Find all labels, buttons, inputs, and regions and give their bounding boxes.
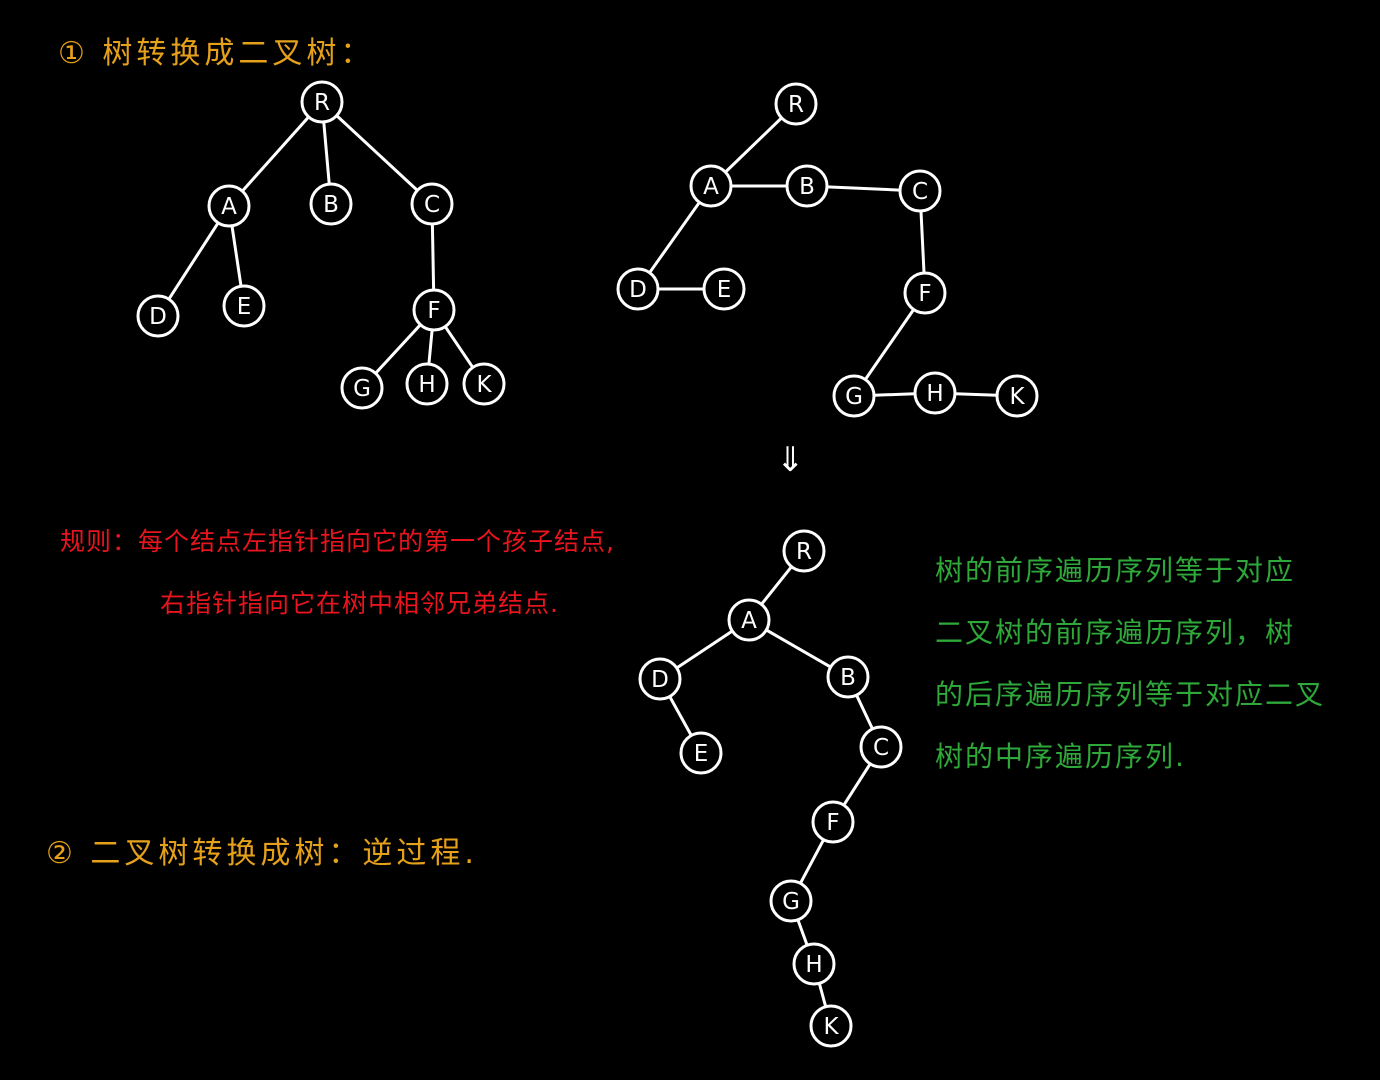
edge-linked-R-A <box>723 116 784 174</box>
tree-linked: R A B C D E F G H K <box>616 82 1039 418</box>
edge-binary-F-G <box>798 838 826 885</box>
node-label-linked-A: A <box>703 174 719 200</box>
node-original-E <box>222 284 266 328</box>
edge-linked-B-C <box>825 185 902 192</box>
tree-original: R A B C D E F G H K <box>136 80 506 410</box>
node-label-linked-K: K <box>1009 384 1025 410</box>
edge-original-R-A <box>240 115 311 193</box>
node-original-C <box>410 182 454 226</box>
edge-original-F-K <box>443 325 475 369</box>
note-line1: 树的前序遍历序列等于对应 <box>935 554 1296 587</box>
node-label-binary-B: B <box>840 665 856 691</box>
heading-step1: ① 树转换成二叉树： <box>58 36 375 71</box>
node-linked-F <box>903 271 947 315</box>
edge-linked-H-K <box>953 392 999 397</box>
node-original-F <box>412 288 456 332</box>
node-linked-A <box>689 164 733 208</box>
rule-line1: 规则：每个结点左指针指向它的第一个孩子结点, <box>60 527 615 556</box>
node-binary-C <box>859 725 903 769</box>
edge-binary-H-K <box>817 981 828 1009</box>
node-original-H <box>405 362 449 406</box>
node-label-linked-B: B <box>799 174 815 200</box>
node-linked-G <box>832 374 876 418</box>
edge-linked-A-D <box>648 200 701 275</box>
edge-original-R-C <box>335 114 419 192</box>
edge-binary-B-C <box>855 693 874 731</box>
node-original-R <box>300 80 344 124</box>
node-binary-E <box>679 731 723 775</box>
node-label-binary-R: R <box>796 539 812 565</box>
note-line3: 的后序遍历序列等于对应二叉 <box>935 678 1326 711</box>
node-label-binary-K: K <box>823 1014 839 1040</box>
down-arrow-icon: ⇓ <box>776 440 805 480</box>
node-binary-B <box>826 655 870 699</box>
node-linked-R <box>774 82 818 126</box>
edge-linked-C-F <box>919 209 926 275</box>
node-label-original-H: H <box>418 372 435 398</box>
node-original-B <box>309 182 353 226</box>
node-label-original-A: A <box>221 194 237 220</box>
node-label-original-F: F <box>427 298 440 324</box>
node-linked-C <box>898 169 942 213</box>
node-linked-D <box>616 267 660 311</box>
node-linked-K <box>995 374 1039 418</box>
node-linked-E <box>702 267 746 311</box>
node-binary-H <box>792 942 836 986</box>
node-binary-G <box>769 879 813 923</box>
edge-binary-R-A <box>759 565 794 606</box>
node-label-linked-F: F <box>918 281 931 307</box>
note-line4: 树的中序遍历序列. <box>935 740 1186 773</box>
node-label-linked-R: R <box>788 92 804 118</box>
edge-binary-G-H <box>796 918 809 947</box>
node-label-binary-C: C <box>873 735 889 761</box>
edge-original-A-D <box>167 221 220 301</box>
tree-binary: R A D B E C F G H K <box>638 529 903 1048</box>
node-label-binary-F: F <box>826 810 839 836</box>
node-original-A <box>207 184 251 228</box>
node-binary-R <box>782 529 826 573</box>
node-label-original-G: G <box>353 376 371 402</box>
node-label-original-K: K <box>476 372 492 398</box>
edge-original-R-B <box>322 120 331 186</box>
edge-original-A-E <box>230 224 243 288</box>
node-label-original-D: D <box>149 304 167 330</box>
heading-step2: ② 二叉树转换成树：逆过程. <box>46 836 478 871</box>
rule-line2: 右指针指向它在树中相邻兄弟结点. <box>160 589 559 618</box>
node-label-binary-G: G <box>782 889 800 915</box>
node-original-D <box>136 294 180 338</box>
node-label-binary-H: H <box>805 952 822 978</box>
edge-binary-D-E <box>668 694 693 738</box>
node-label-linked-E: E <box>717 277 732 303</box>
edge-linked-G-H <box>872 392 917 397</box>
node-binary-F <box>811 800 855 844</box>
edge-original-F-H <box>427 328 434 366</box>
edge-original-C-F <box>430 222 436 292</box>
node-binary-D <box>638 657 682 701</box>
node-label-linked-C: C <box>912 179 928 205</box>
edge-binary-A-B <box>764 628 833 669</box>
node-label-original-E: E <box>237 294 252 320</box>
node-original-K <box>462 362 506 406</box>
node-label-linked-D: D <box>629 277 647 303</box>
node-label-linked-H: H <box>926 381 943 407</box>
node-linked-B <box>785 164 829 208</box>
node-label-original-C: C <box>424 192 440 218</box>
node-original-G <box>340 366 384 410</box>
edge-linked-F-G <box>863 307 916 382</box>
node-label-original-B: B <box>323 192 339 218</box>
note-line2: 二叉树的前序遍历序列，树 <box>935 616 1296 649</box>
node-label-binary-A: A <box>741 608 757 634</box>
node-label-binary-E: E <box>694 741 709 767</box>
node-binary-A <box>727 598 771 642</box>
node-label-linked-G: G <box>845 384 863 410</box>
node-label-original-R: R <box>314 90 330 116</box>
edge-original-F-G <box>374 323 422 375</box>
edge-binary-A-D <box>675 629 734 670</box>
node-binary-K <box>809 1004 853 1048</box>
edge-binary-C-F <box>842 762 872 807</box>
node-label-binary-D: D <box>651 667 669 693</box>
node-linked-H <box>913 371 957 415</box>
